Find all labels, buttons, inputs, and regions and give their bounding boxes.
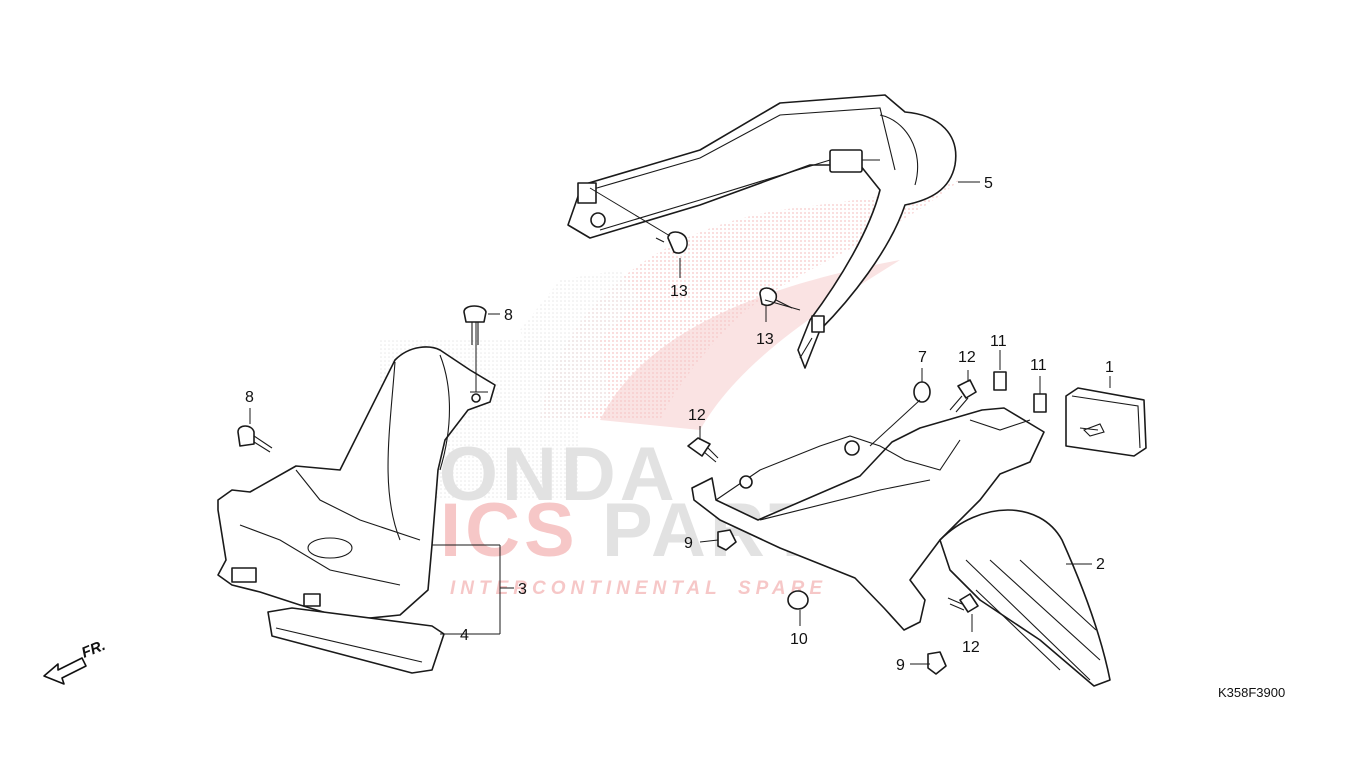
callout-13-b: 13 xyxy=(756,331,774,348)
callout-5: 5 xyxy=(984,175,993,192)
part-13-screw-a xyxy=(655,231,688,254)
watermark: HONDA ICS PARTS INTERCONTINENTAL SPARE xyxy=(380,180,960,599)
part-4-seal-strip xyxy=(267,607,445,674)
callout-8-top: 8 xyxy=(504,307,513,324)
callout-2: 2 xyxy=(1096,556,1105,573)
callout-12-left: 12 xyxy=(688,407,706,424)
part-12-bolt-b xyxy=(687,437,719,463)
callout-11-b: 11 xyxy=(1030,357,1047,374)
leader-lines xyxy=(249,181,1111,665)
callout-7: 7 xyxy=(918,349,927,366)
part-3-inner-fender xyxy=(217,346,496,621)
callout-3: 3 xyxy=(518,581,527,598)
part-10-grommet xyxy=(787,590,809,610)
part-13-screw-b xyxy=(759,287,793,309)
front-label: FR. xyxy=(79,637,108,662)
part-11-clip-b xyxy=(1033,393,1047,413)
watermark-tagline-a: INTERCONTINENTAL xyxy=(450,578,722,599)
part-7-grommet xyxy=(913,381,931,403)
part-9-bolt-b xyxy=(927,651,947,675)
callout-labels: 1 2 3 4 5 7 8 8 9 9 10 11 11 12 12 12 13… xyxy=(245,175,1114,674)
callout-12-bottom: 12 xyxy=(962,639,980,656)
part-12-bolt-a xyxy=(949,379,977,413)
callout-12-top: 12 xyxy=(958,349,976,366)
callout-1: 1 xyxy=(1105,359,1114,376)
callout-9-bottom: 9 xyxy=(896,657,905,674)
watermark-brand-main-a: ICS xyxy=(440,488,579,573)
callout-8-left: 8 xyxy=(245,389,254,406)
callout-10: 10 xyxy=(790,631,808,648)
part-12-bolt-c xyxy=(947,593,979,613)
diagram-reference-code: K358F3900 xyxy=(1218,685,1285,700)
front-arrow-icon xyxy=(43,657,87,685)
part-1-reflector xyxy=(1065,387,1147,457)
front-direction-indicator: FR. xyxy=(43,637,108,685)
part-9-bolt-a xyxy=(717,529,737,551)
watermark-wing-shape xyxy=(540,180,960,420)
part-8-bolt-a xyxy=(463,305,487,345)
callout-9-left: 9 xyxy=(684,535,693,552)
callout-4: 4 xyxy=(460,627,469,644)
part-8-bolt-b xyxy=(237,425,273,453)
callout-11-a: 11 xyxy=(990,333,1007,350)
part-11-clip-a xyxy=(993,371,1007,391)
part-5-rear-cowl xyxy=(567,94,957,369)
part-2-rear-fender xyxy=(691,407,1111,687)
watermark-tagline-b: SPARE xyxy=(738,578,827,599)
callout-13-a: 13 xyxy=(670,283,688,300)
